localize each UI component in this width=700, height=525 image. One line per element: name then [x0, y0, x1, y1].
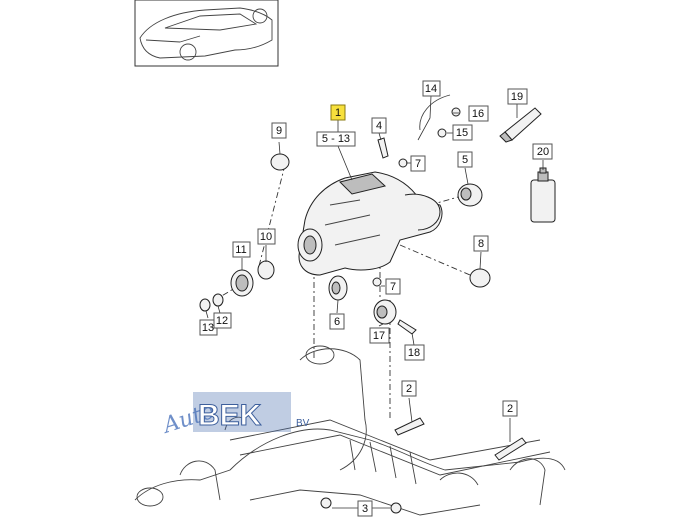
- part-17-bushing: [373, 299, 397, 325]
- callout-5-13: 5 - 13: [316, 131, 356, 147]
- callout-label: 7: [415, 158, 421, 170]
- callout-label: 3: [362, 503, 368, 515]
- grease-tube: [499, 107, 542, 143]
- callout-label: 15: [456, 127, 468, 139]
- callout-2-left: 2: [401, 380, 417, 397]
- callout-17: 17: [369, 327, 390, 344]
- callout-4: 4: [371, 117, 387, 134]
- callout-12: 12: [213, 312, 232, 329]
- callout-18: 18: [404, 344, 425, 361]
- callout-label: 17: [373, 330, 385, 342]
- callout-label: 19: [511, 91, 523, 103]
- callout-label: 12: [216, 315, 228, 327]
- callout-2-right: 2: [502, 400, 518, 417]
- callout-20: 20: [532, 143, 553, 160]
- differential-housing: [297, 171, 443, 276]
- callout-label: 9: [276, 125, 282, 137]
- callout-label: 10: [260, 231, 272, 243]
- part-6-bushing: [328, 275, 348, 301]
- callout-7-lower: 7: [385, 278, 401, 295]
- callout-19: 19: [507, 88, 528, 105]
- callout-label: 7: [390, 281, 396, 293]
- part-5-bushing: [457, 183, 483, 207]
- callout-label: 5 - 13: [322, 133, 350, 145]
- callout-3: 3: [357, 500, 373, 517]
- callout-7-upper: 7: [410, 155, 426, 172]
- rear-subframe: [134, 345, 566, 516]
- callout-label: 14: [425, 83, 437, 95]
- callout-label: 1: [335, 107, 341, 119]
- oil-bottle: [530, 167, 556, 223]
- callout-11: 11: [232, 241, 251, 258]
- callout-5: 5: [457, 151, 473, 168]
- seals-and-rings: [199, 153, 491, 312]
- watermark-main: BEK: [198, 399, 262, 432]
- vehicle-thumbnail: [134, 0, 279, 67]
- callout-15: 15: [452, 124, 473, 141]
- leader-lines: [205, 95, 544, 509]
- callout-label: 16: [472, 108, 484, 120]
- callout-label: 11: [235, 244, 246, 256]
- callout-label: 13: [202, 322, 214, 334]
- callout-9: 9: [271, 122, 287, 139]
- callout-label: 2: [406, 383, 412, 395]
- watermark-logo: Auto BEK BV: [159, 392, 310, 439]
- callout-16: 16: [468, 105, 489, 122]
- bolts: [320, 94, 527, 514]
- callout-14: 14: [422, 80, 441, 97]
- callout-1: 1: [330, 104, 346, 121]
- watermark-suffix: BV: [296, 418, 310, 429]
- callout-label: 4: [376, 120, 382, 132]
- callout-label: 5: [462, 154, 468, 166]
- callout-label: 18: [408, 347, 420, 359]
- callout-label: 6: [334, 316, 340, 328]
- callout-label: 8: [478, 238, 484, 250]
- callout-label: 20: [537, 146, 549, 158]
- callout-10: 10: [257, 228, 276, 245]
- callout-8: 8: [473, 235, 489, 252]
- callout-6: 6: [329, 313, 345, 330]
- callout-label: 2: [507, 403, 513, 415]
